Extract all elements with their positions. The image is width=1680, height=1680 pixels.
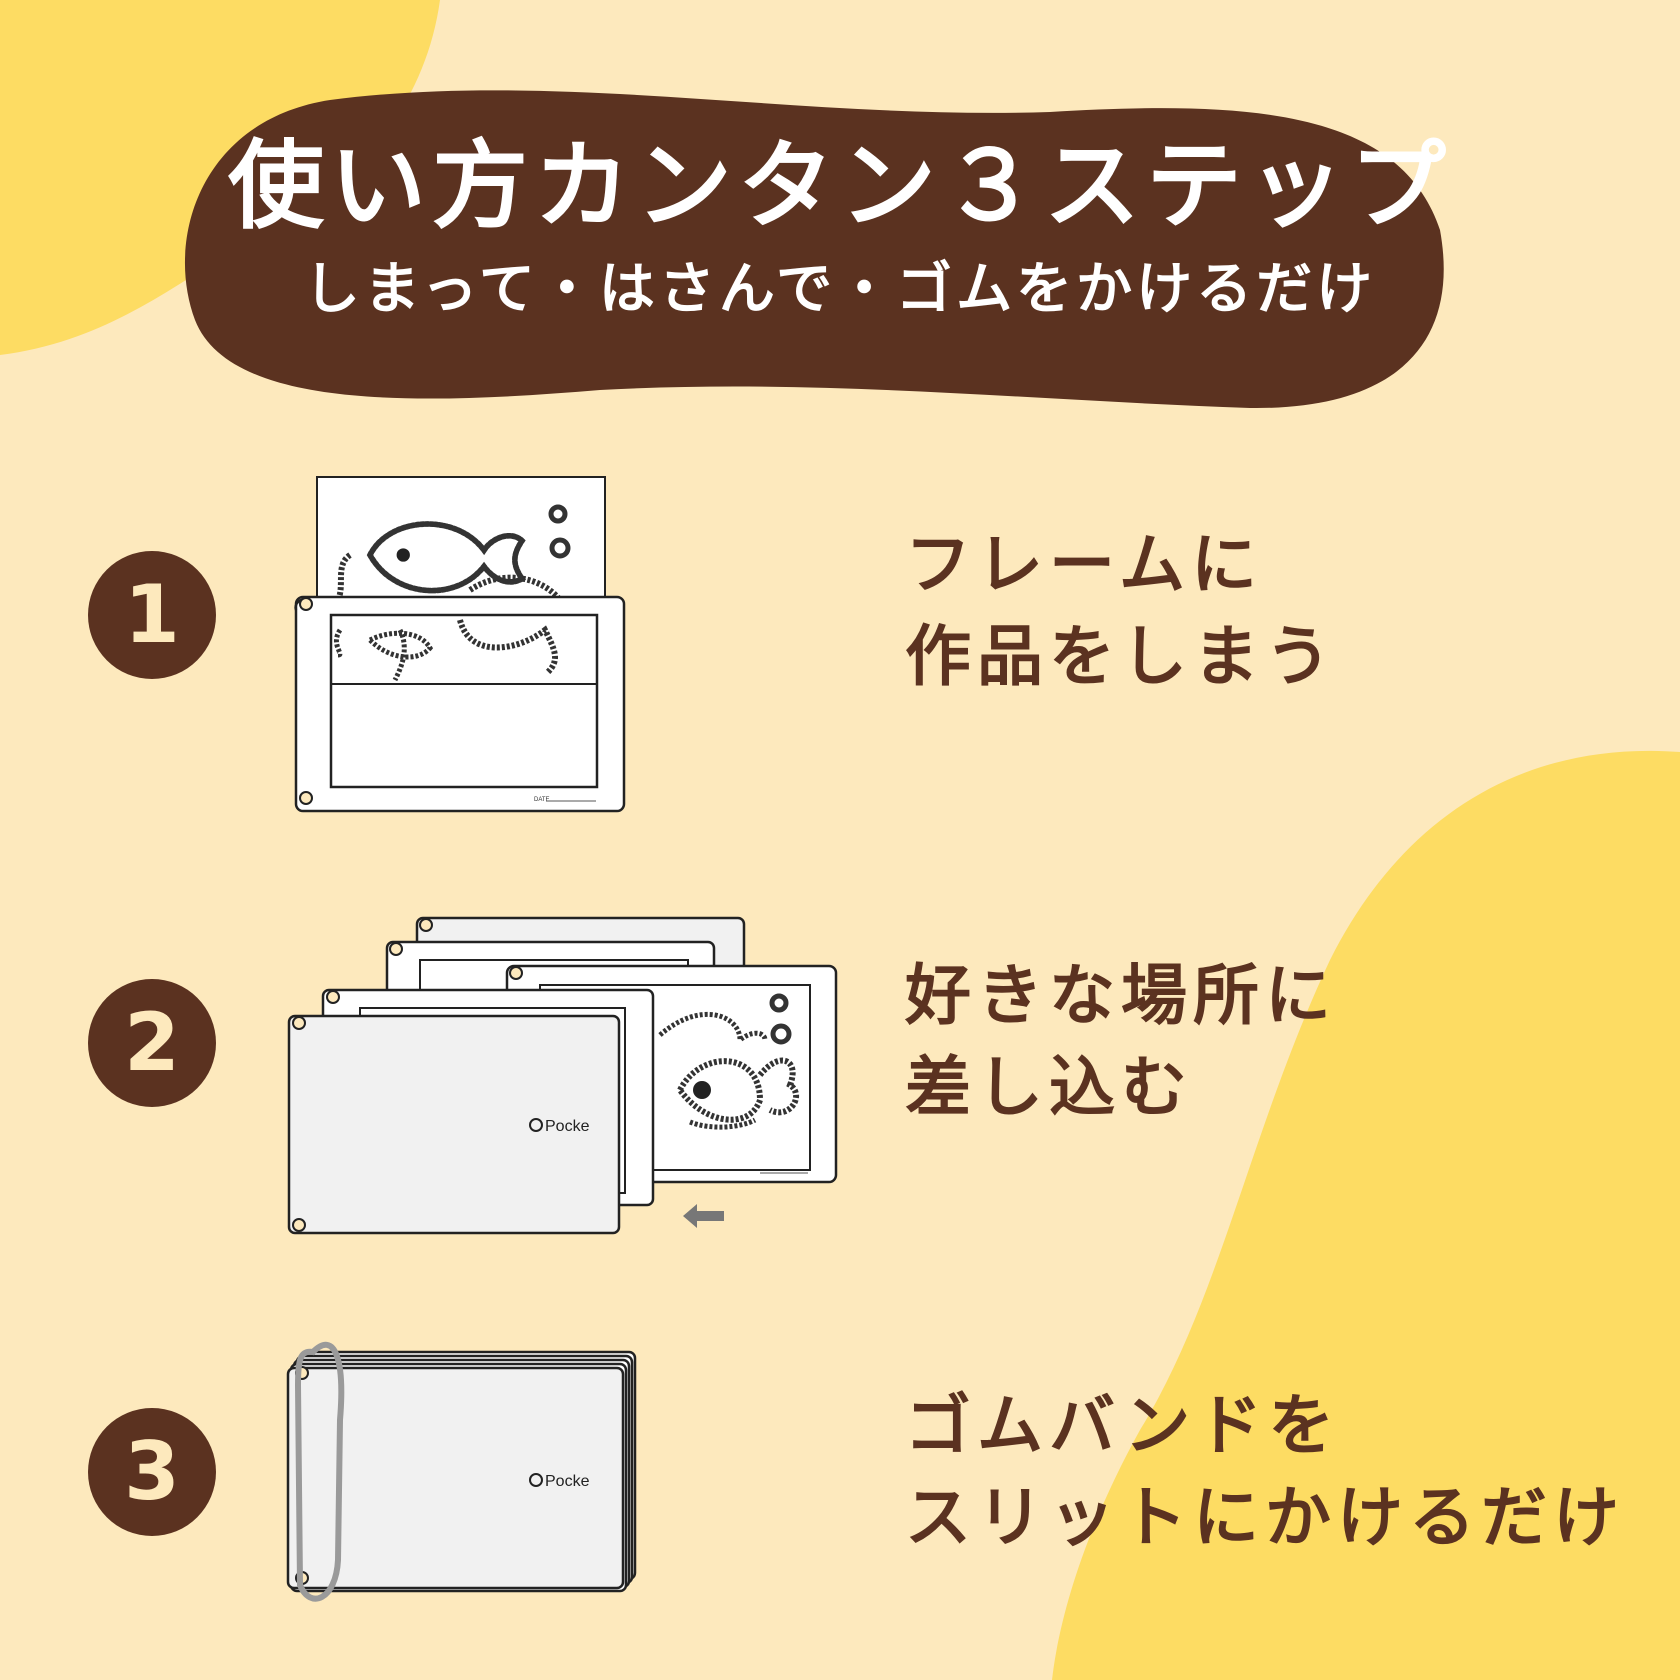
drawing-inside-frame bbox=[333, 619, 558, 682]
bottom-right-blob bbox=[1052, 750, 1680, 1680]
step-2-number: 2 bbox=[88, 979, 216, 1107]
step-1-number: 1 bbox=[88, 551, 216, 679]
step-1-line-1: フレームに bbox=[905, 526, 1264, 603]
brand-logo-cover-3: Pocke bbox=[545, 1473, 590, 1490]
step-1-line-2: 作品をしまう bbox=[905, 618, 1337, 695]
brand-logo-cover-2: Pocke bbox=[545, 1118, 590, 1135]
left-arrow-icon bbox=[683, 1204, 724, 1228]
step-1-text: フレームに 作品をしまう bbox=[905, 519, 1337, 703]
step-3-illustration: Pocke bbox=[286, 1341, 637, 1602]
step-2-illustration: Pocke bbox=[287, 916, 838, 1235]
drawing-inside-inserting-frame bbox=[658, 993, 799, 1130]
step-2-text: 好きな場所に 差し込む bbox=[905, 950, 1337, 1134]
page-subtitle: しまって・はさんで・ゴムをかけるだけ bbox=[303, 257, 1377, 322]
step-1-illustration: DATE bbox=[294, 476, 626, 813]
frame-sleeve bbox=[294, 595, 626, 813]
page-title: 使い方カンタン３ステップ bbox=[228, 130, 1452, 242]
frame-date-label: DATE bbox=[534, 797, 550, 803]
step-2-line-1: 好きな場所に bbox=[905, 957, 1337, 1034]
step-2-line-2: 差し込む bbox=[905, 1049, 1193, 1126]
step-3-line-1: ゴムバンドを bbox=[905, 1387, 1341, 1464]
rubber-band bbox=[294, 1341, 345, 1602]
front-cover-frame bbox=[287, 1014, 621, 1235]
step-3-text: ゴムバンドを スリットにかけるだけ bbox=[905, 1380, 1625, 1564]
step-3-number: 3 bbox=[88, 1408, 216, 1536]
header-banner bbox=[184, 90, 1444, 409]
crayon-drawing bbox=[335, 504, 571, 602]
stacked-frames-cover bbox=[286, 1366, 625, 1590]
step-3-line-2: スリットにかけるだけ bbox=[905, 1479, 1625, 1556]
